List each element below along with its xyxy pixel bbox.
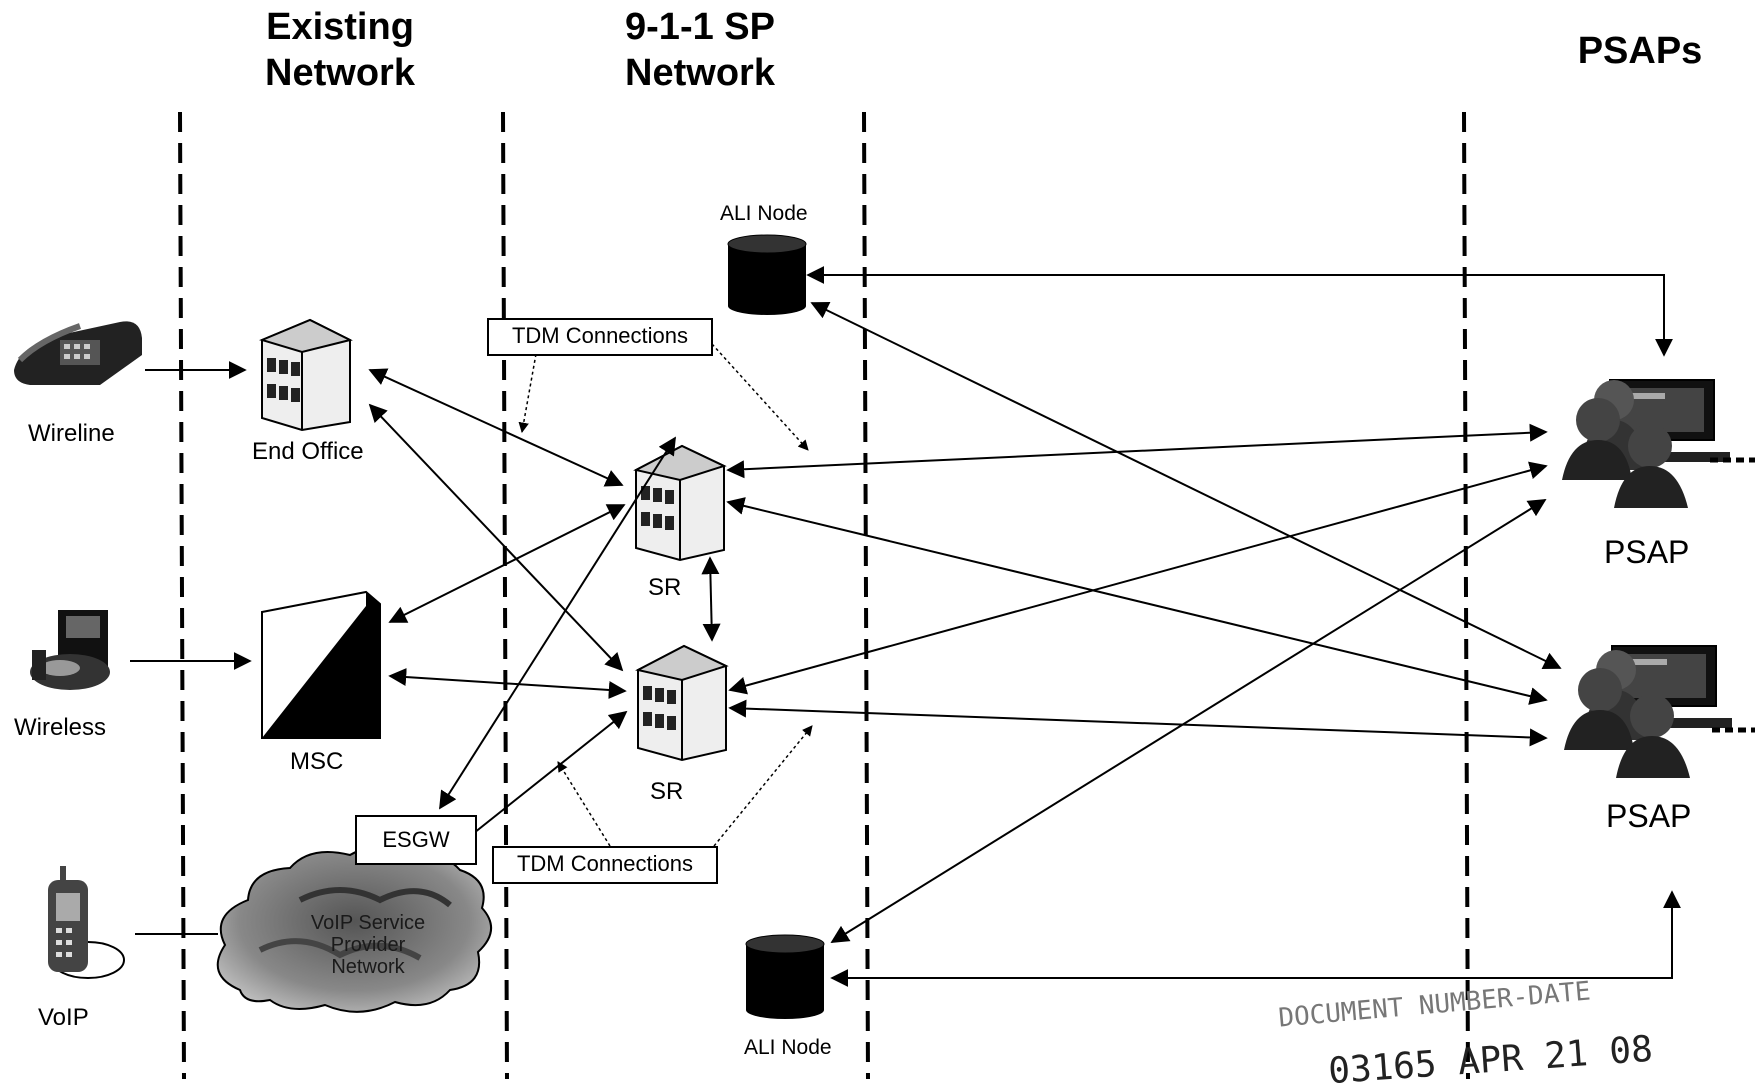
- voip-network-cloud: [216, 846, 492, 1013]
- wireline-label: Wireline: [28, 420, 115, 447]
- ali-top-label: ALI Node: [720, 202, 808, 225]
- esgw-box: ESGW: [355, 815, 477, 865]
- header-existing-network: Existing Network: [230, 4, 450, 96]
- psap-top-icon: [1562, 379, 1755, 508]
- msc-switch-icon: [261, 590, 381, 739]
- divider-1: [178, 111, 186, 1079]
- divider-4: [1462, 111, 1470, 1079]
- wireless-phone-icon: [30, 610, 110, 690]
- psap-bottom-label: PSAP: [1606, 798, 1692, 834]
- msc-label: MSC: [290, 748, 344, 775]
- sr-top-router-icon: [633, 444, 727, 562]
- sr-top-to-sr-bottom: [701, 556, 721, 642]
- psap-bottom-icon: [1564, 645, 1755, 778]
- sr-bottom-to-psap-top: [728, 461, 1548, 695]
- psap-top-label: PSAP: [1604, 534, 1690, 570]
- esgw-to-sr-top: [439, 436, 676, 810]
- tdm-bottom-leader-right: [713, 725, 813, 847]
- cloud-label: VoIP Service Provider Network: [268, 912, 468, 978]
- header-sp-network-line2: Network: [625, 52, 775, 94]
- msc-to-sr-top: [388, 504, 626, 623]
- end-office-to-sr-top: [368, 368, 624, 487]
- header-existing-network-line1: Existing: [266, 6, 414, 48]
- ali-bottom-label: ALI Node: [744, 1036, 832, 1059]
- sr-bottom-router-icon: [635, 644, 729, 762]
- tdm-bottom-leader-left: [557, 761, 611, 847]
- tdm-connections-top-box: TDM Connections: [487, 318, 713, 356]
- ali-bottom-database-icon: [745, 934, 825, 1019]
- tdm-connections-bottom-box: TDM Connections: [492, 846, 718, 884]
- divider-3: [862, 111, 870, 1079]
- voip-label: VoIP: [38, 1004, 89, 1031]
- ali-top-database-icon: [727, 234, 807, 315]
- sr-bottom-to-psap-bottom: [728, 699, 1548, 747]
- ali-top-to-psap-top: [806, 266, 1673, 357]
- tdm-top-leader-left: [518, 353, 537, 434]
- sr-top-to-psap-top: [726, 423, 1548, 479]
- header-existing-network-line2: Network: [265, 52, 415, 94]
- header-sp-network: 9-1-1 SP Network: [580, 4, 820, 96]
- header-psaps: PSAPs: [1577, 30, 1703, 72]
- tdm-top-leader-right: [711, 343, 809, 451]
- sr-top-label: SR: [648, 574, 682, 601]
- callout-leaders: [518, 343, 813, 847]
- ali-bottom-to-psap-bottom: [830, 890, 1681, 987]
- voip-phone-icon: [48, 866, 125, 979]
- divider-2: [501, 111, 509, 1079]
- wireless-label: Wireless: [14, 714, 107, 741]
- msc-to-sr-bottom: [388, 668, 627, 699]
- cloud-label-line1: VoIP Service: [310, 912, 426, 934]
- cloud-label-line3: Network: [331, 956, 405, 978]
- header-sp-network-line1: 9-1-1 SP: [625, 6, 775, 48]
- cloud-label-line2: Provider: [330, 934, 406, 956]
- ali-bottom-to-psap-top: [830, 499, 1547, 943]
- end-office-label: End Office: [252, 438, 364, 465]
- sr-bottom-label: SR: [650, 778, 684, 805]
- end-office-building-icon: [259, 318, 353, 432]
- wireline-phone-icon: [14, 321, 142, 385]
- end-office-to-sr-bottom: [368, 403, 624, 672]
